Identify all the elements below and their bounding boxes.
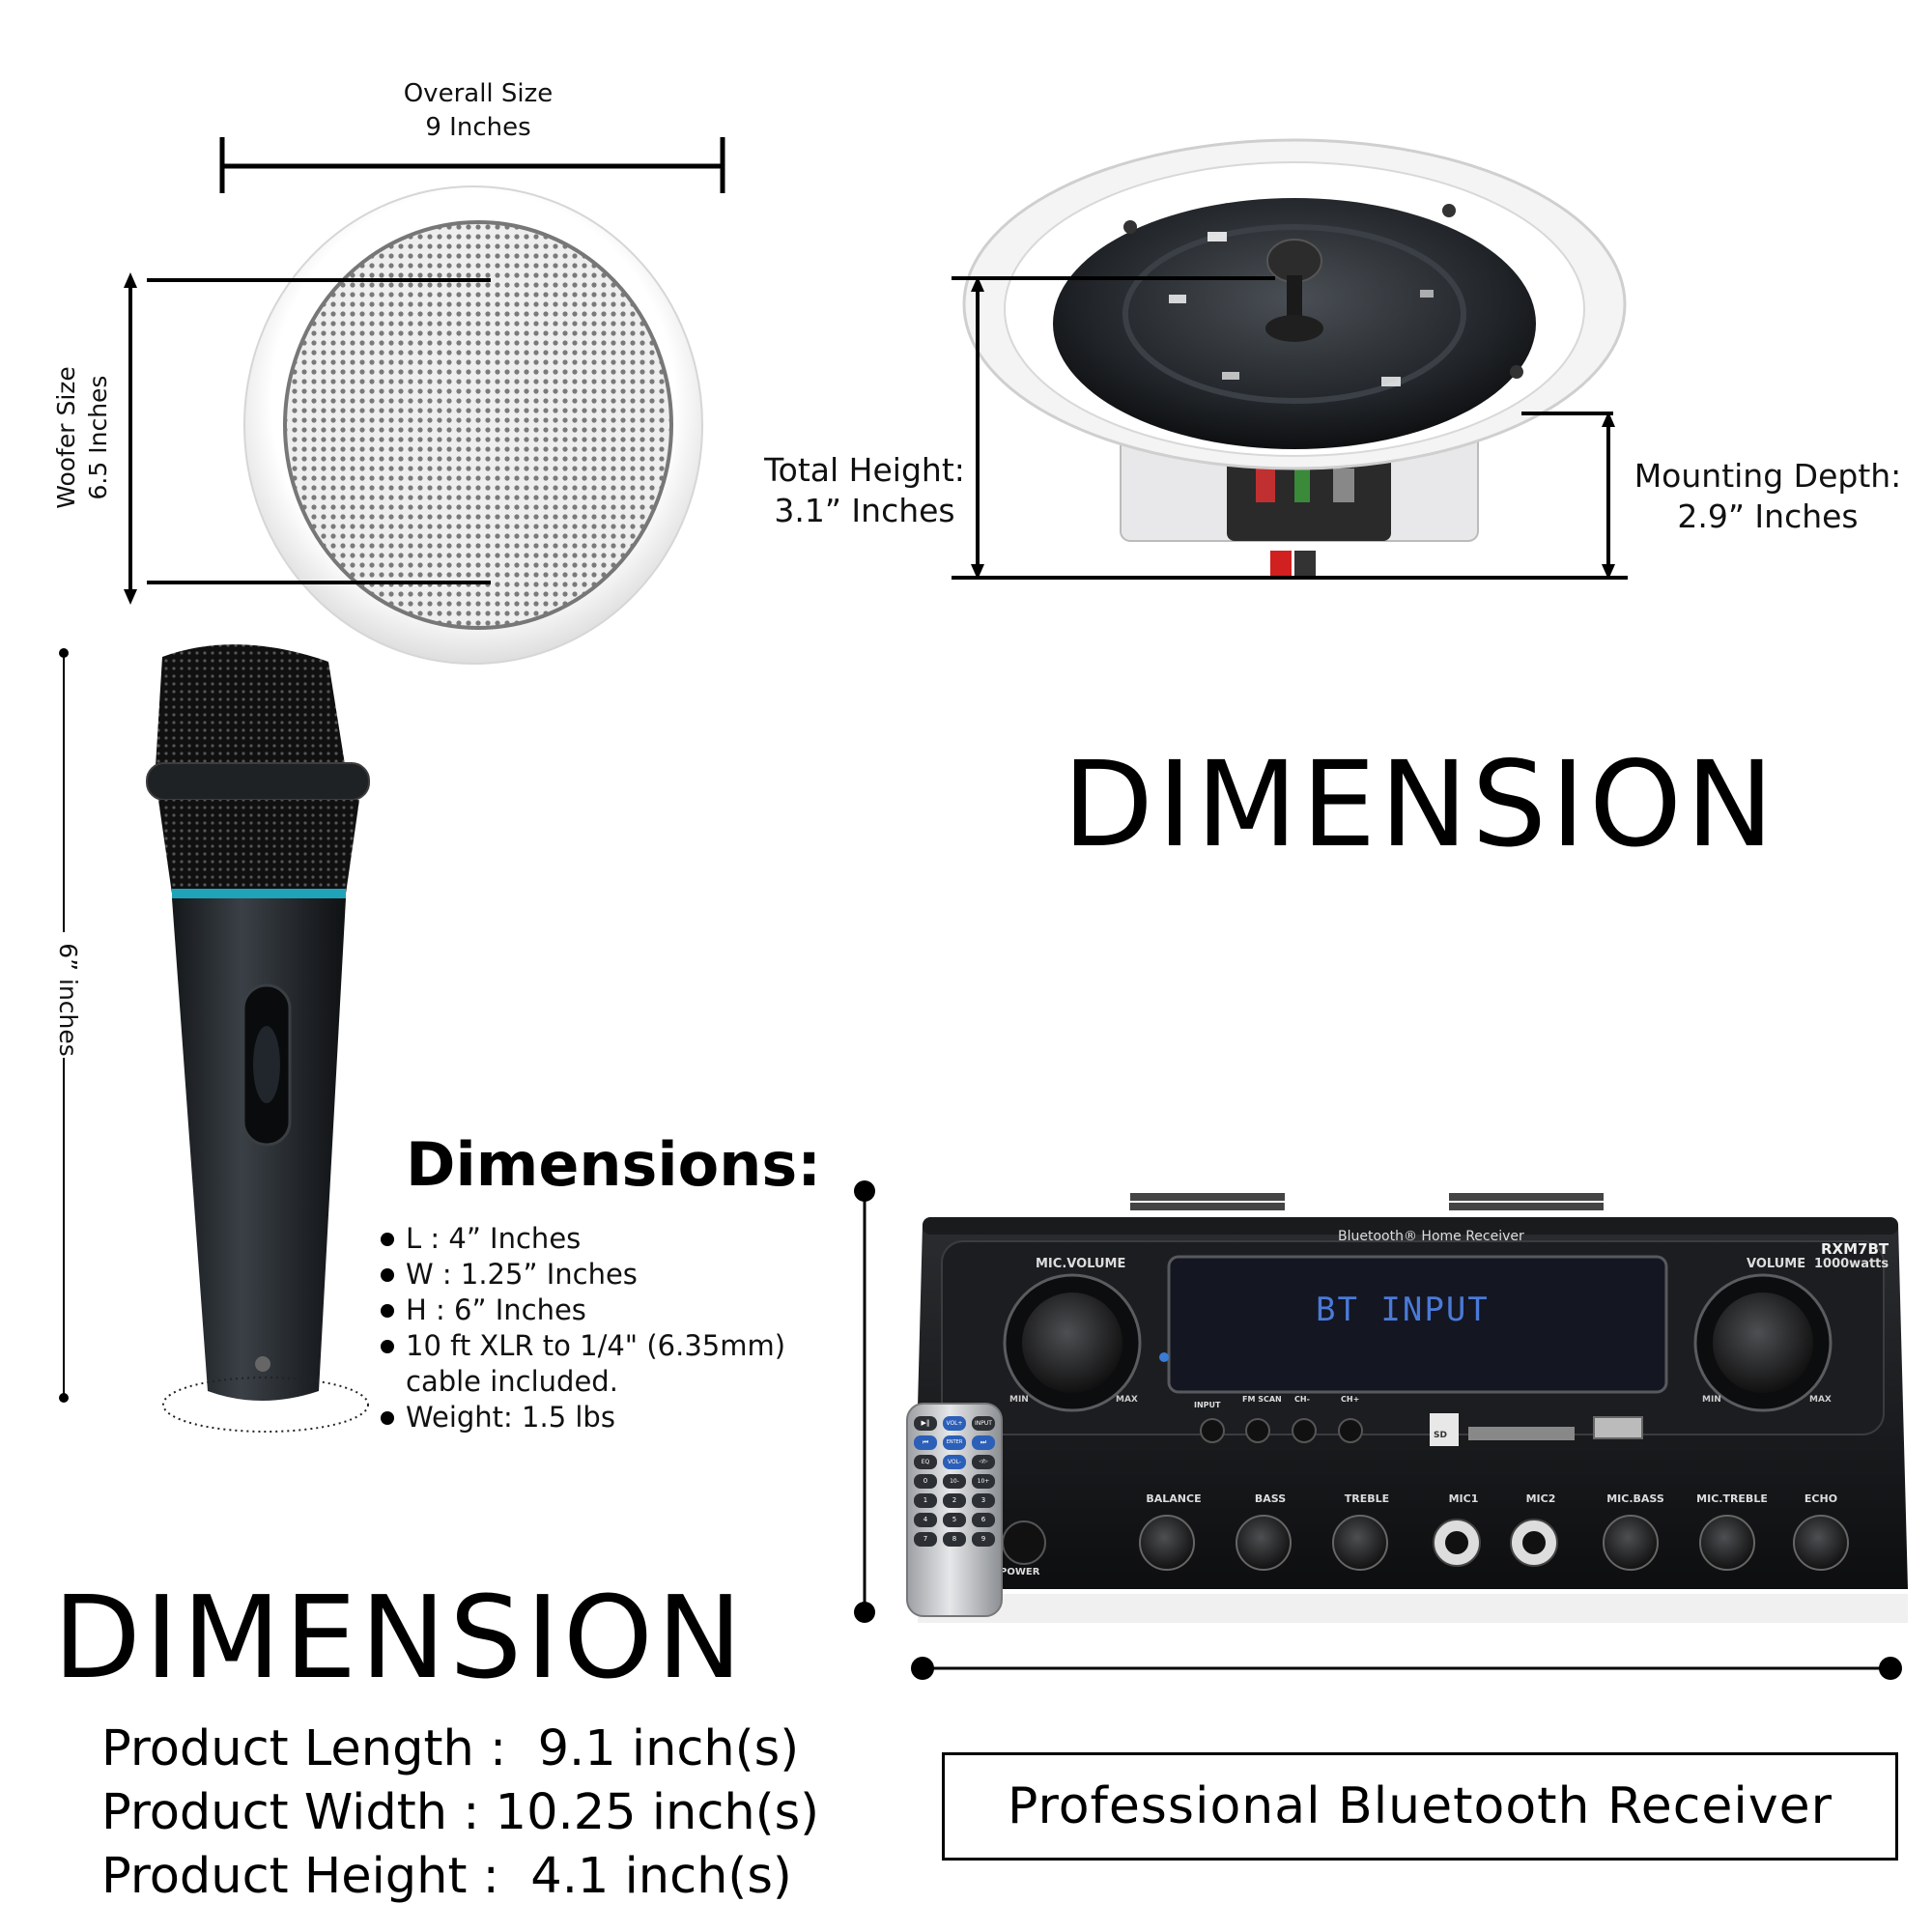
balance-knob-label: BALANCE (1146, 1492, 1202, 1505)
mic-spec-item: W : 1.25” Inches (379, 1257, 804, 1293)
microphone-illustration (52, 644, 370, 1403)
mic-volume-min-label: MIN (1009, 1395, 1029, 1405)
echo-knob-label: ECHO (1804, 1492, 1838, 1505)
fm-scan-button-label: FM SCAN (1242, 1395, 1282, 1404)
remote-key[interactable]: VOL+ (943, 1416, 966, 1431)
remote-key[interactable]: ⏭ (972, 1435, 995, 1450)
remote-key[interactable]: ⏮ (914, 1435, 937, 1450)
remote-key[interactable]: 10- (943, 1474, 966, 1489)
mounting-depth-caption: Mounting Depth: 2.9” Inches (1623, 456, 1913, 537)
remote-key[interactable]: 7 (914, 1532, 937, 1547)
mic1-jack-label: MIC1 (1448, 1492, 1479, 1505)
remote-key[interactable]: 4 (914, 1513, 937, 1527)
mic-height-label: 6” inches (54, 943, 82, 1057)
headline-right: DIMENSION (1063, 736, 1778, 873)
total-height-caption: Total Height: 3.1” Inches (753, 450, 976, 531)
input-button-label: INPUT (1194, 1401, 1221, 1409)
speaker-front-illustration (124, 137, 725, 665)
remote-key[interactable]: ENTER (943, 1435, 966, 1450)
product-spec-block: Product Length : 9.1 inch(s) Product Wid… (101, 1718, 874, 1909)
bass-knob-label: BASS (1254, 1492, 1287, 1505)
overall-size-caption: Overall Size 9 Inches (367, 77, 589, 145)
woofer-size-caption: Woofer Size 6.5 Inches (50, 293, 114, 582)
remote-key[interactable]: 5 (943, 1513, 966, 1527)
sd-slot-label: SD (1434, 1431, 1447, 1440)
mic-bass-knob-label: MIC.BASS (1606, 1492, 1664, 1505)
receiver-brand-line: Bluetooth® Home Receiver (1338, 1229, 1524, 1244)
volume-min-label: MIN (1702, 1395, 1721, 1405)
receiver-model: RXM7BT (1821, 1240, 1889, 1258)
remote-key[interactable]: 0 (914, 1474, 937, 1489)
mounting-depth-value: 2.9” Inches (1677, 497, 1859, 535)
product-length: Product Length : 9.1 inch(s) (101, 1720, 800, 1777)
power-button-label: POWER (1000, 1567, 1040, 1577)
mic-spec-item: Weight: 1.5 lbs (379, 1400, 804, 1435)
ch-plus-button-label: CH+ (1341, 1395, 1360, 1404)
ch-minus-button-label: CH- (1294, 1395, 1310, 1404)
mic-spec-item: 10 ft XLR to 1/4" (6.35mm) cable include… (379, 1328, 804, 1400)
receiver-display-text: BT INPUT (1316, 1291, 1490, 1329)
mic2-jack-label: MIC2 (1525, 1492, 1556, 1505)
total-height-value: 3.1” Inches (774, 492, 955, 529)
mic-spec-list: L : 4” Inches W : 1.25” Inches H : 6” In… (379, 1221, 804, 1435)
remote-key[interactable]: 2 (943, 1493, 966, 1508)
remote-key[interactable]: EQ (914, 1455, 937, 1469)
total-height-label: Total Height: (764, 451, 965, 489)
remote-keypad: ▶‖ VOL+ INPUT ⏮ ENTER ⏭ EQ VOL- ◁/▷ 0 10… (914, 1416, 995, 1547)
remote-key[interactable]: 3 (972, 1493, 995, 1508)
remote-key[interactable]: 10+ (972, 1474, 995, 1489)
receiver-illustration (854, 1180, 1908, 1680)
receiver-caption: Professional Bluetooth Receiver (1008, 1777, 1833, 1835)
remote-key[interactable]: 1 (914, 1493, 937, 1508)
remote-key[interactable]: 9 (972, 1532, 995, 1547)
remote-key[interactable]: 6 (972, 1513, 995, 1527)
product-width: Product Width : 10.25 inch(s) (101, 1784, 820, 1841)
remote-key[interactable]: ◁/▷ (972, 1455, 995, 1469)
receiver-power: 1000watts (1814, 1257, 1889, 1271)
remote-key[interactable]: 8 (943, 1532, 966, 1547)
remote-key[interactable]: INPUT (972, 1416, 995, 1431)
mic-spec-item: L : 4” Inches (379, 1221, 804, 1257)
mic-dimensions-title: Dimensions: (406, 1129, 822, 1200)
mic-base-outline (162, 1377, 369, 1433)
headline-left: DIMENSION (53, 1571, 747, 1704)
receiver-caption-box: Professional Bluetooth Receiver (942, 1752, 1898, 1861)
treble-knob-label: TREBLE (1344, 1492, 1390, 1505)
speaker-side-illustration (962, 138, 1627, 580)
overall-size-label: Overall Size (403, 79, 554, 108)
product-height: Product Height : 4.1 inch(s) (101, 1848, 792, 1905)
volume-max-label: MAX (1809, 1395, 1832, 1405)
mic-volume-max-label: MAX (1116, 1395, 1138, 1405)
remote-key[interactable]: VOL- (943, 1455, 966, 1469)
mic-treble-knob-label: MIC.TREBLE (1696, 1492, 1768, 1505)
mic-spec-item: H : 6” Inches (379, 1293, 804, 1328)
receiver-volume-label: VOLUME (1747, 1257, 1806, 1271)
woofer-size-label: Woofer Size (52, 366, 80, 509)
receiver-mic-volume-label: MIC.VOLUME (1036, 1257, 1126, 1271)
mounting-depth-label: Mounting Depth: (1634, 457, 1902, 495)
woofer-size-value: 6.5 Inches (84, 375, 112, 500)
remote-key[interactable]: ▶‖ (914, 1416, 937, 1431)
remote-control: ▶‖ VOL+ INPUT ⏮ ENTER ⏭ EQ VOL- ◁/▷ 0 10… (906, 1403, 1003, 1617)
overall-size-value: 9 Inches (425, 113, 531, 142)
